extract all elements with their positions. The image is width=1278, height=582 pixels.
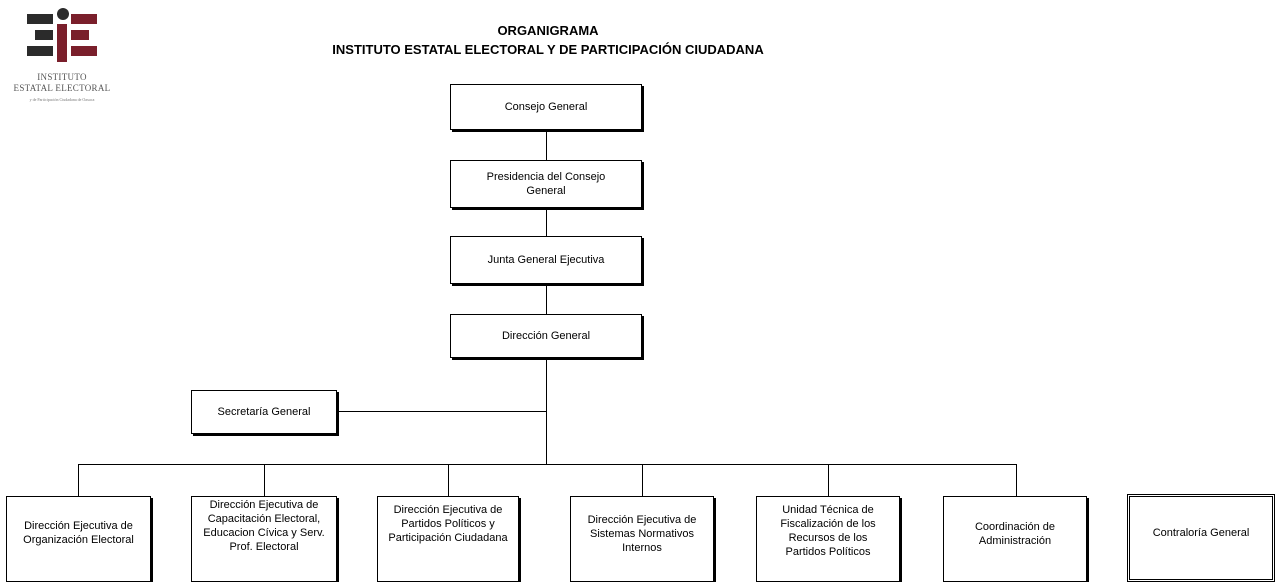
- connector-dept-5: [828, 464, 829, 496]
- connector-secretaria: [337, 411, 546, 412]
- connector-dept-2: [264, 464, 265, 496]
- box-consejo-general: Consejo General: [450, 84, 642, 130]
- chart-subtitle: INSTITUTO ESTATAL ELECTORAL Y DE PARTICI…: [332, 42, 764, 57]
- box-contraloria-general: Contraloría General: [1127, 494, 1275, 582]
- connector-consejo-presidencia: [546, 130, 547, 160]
- connector-presidencia-junta: [546, 208, 547, 236]
- institute-logo: INSTITUTO ESTATAL ELECTORAL y de Partici…: [6, 8, 118, 108]
- box-dept-capacitacion-electoral: Dirección Ejecutiva de Capacitación Elec…: [191, 496, 337, 582]
- logo-text-line1: INSTITUTO: [37, 72, 87, 82]
- box-coordinacion-administracion: Coordinación de Administración: [943, 496, 1087, 582]
- box-junta-general-ejecutiva: Junta General Ejecutiva: [450, 236, 642, 284]
- logo-text-line2: ESTATAL ELECTORAL: [13, 83, 111, 93]
- iee-logo-mark-icon: [27, 8, 97, 62]
- connector-dept-6: [1016, 464, 1017, 496]
- connector-departments-bus: [78, 464, 1016, 465]
- logo-text-line3: y de Participación Ciudadana de Oaxaca: [29, 97, 95, 102]
- box-direccion-general: Dirección General: [450, 314, 642, 358]
- box-dept-organizacion-electoral: Dirección Ejecutiva de Organización Elec…: [6, 496, 151, 582]
- connector-dept-4: [642, 464, 643, 496]
- connector-dept-1: [78, 464, 79, 496]
- box-presidencia-consejo: Presidencia del Consejo General: [450, 160, 642, 208]
- box-dept-sistemas-normativos: Dirección Ejecutiva de Sistemas Normativ…: [570, 496, 714, 582]
- connector-direccion-trunk: [546, 358, 547, 464]
- box-secretaria-general: Secretaría General: [191, 390, 337, 434]
- connector-junta-direccion: [546, 284, 547, 314]
- connector-dept-3: [448, 464, 449, 496]
- box-unidad-fiscalizacion: Unidad Técnica de Fiscalización de los R…: [756, 496, 900, 582]
- chart-title: ORGANIGRAMA: [497, 23, 599, 38]
- box-dept-partidos-politicos: Dirección Ejecutiva de Partidos Político…: [377, 496, 519, 582]
